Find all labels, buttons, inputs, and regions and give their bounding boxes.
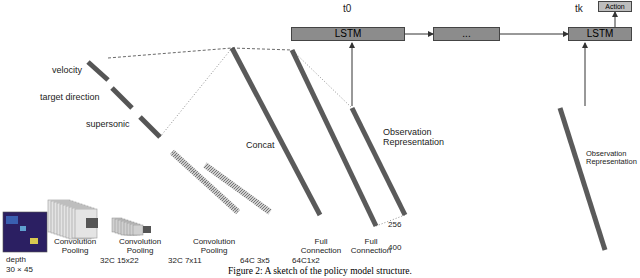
hatched-bar xyxy=(205,165,270,212)
figure-label: Observation Representation xyxy=(586,150,638,167)
figure-label: 64C 3x5 xyxy=(240,257,270,266)
figure-label: 256 xyxy=(388,221,401,230)
figure-label: Convolution Pooling xyxy=(116,238,164,256)
pool-block xyxy=(143,226,151,233)
figure-label: Full Connection xyxy=(348,238,394,256)
node-text: LSTM xyxy=(587,29,614,39)
input-bar xyxy=(140,117,160,137)
figure-label: target direction xyxy=(40,93,100,103)
figure-label: Convolution Pooling xyxy=(190,238,238,256)
guide-line xyxy=(292,50,352,108)
guide-line xyxy=(160,48,232,137)
output-box: Action xyxy=(598,1,632,12)
pool-block xyxy=(86,218,98,228)
conv-stack xyxy=(48,200,97,239)
input-arrow xyxy=(352,43,353,106)
figure-label: Concat xyxy=(246,141,275,151)
input-arrow xyxy=(585,43,586,106)
figure-label: t0 xyxy=(343,3,351,14)
flow-arrow xyxy=(615,12,616,27)
flow-arrow xyxy=(500,34,568,35)
figure-label: Convolution Pooling xyxy=(51,238,99,256)
figure-label: 30 × 45 xyxy=(6,266,33,275)
figure-label: Observation Representation xyxy=(383,128,451,148)
guide-line xyxy=(232,48,292,50)
lstm-box: LSTM xyxy=(291,27,405,41)
input-image xyxy=(3,212,47,252)
guide-line xyxy=(108,48,232,58)
figure-label: supersonic xyxy=(86,120,130,130)
figure-caption: Figure 2: A sketch of the policy model s… xyxy=(0,266,640,276)
observation-bar xyxy=(352,108,405,215)
node-text: ... xyxy=(462,29,470,39)
conv-stack xyxy=(112,218,143,235)
input-bar xyxy=(112,88,132,108)
figure-label: tk xyxy=(575,3,583,14)
full-bar xyxy=(292,50,376,226)
concat-bar xyxy=(232,48,320,215)
flow-arrow xyxy=(405,34,433,35)
figure-label: depth xyxy=(6,256,26,265)
figure-label: 32C 15x22 xyxy=(100,257,139,266)
input-bar xyxy=(88,62,108,80)
node-text: Action xyxy=(605,3,624,10)
node-text: LSTM xyxy=(335,29,362,39)
observation-bar xyxy=(560,108,605,250)
lstm-box: LSTM xyxy=(568,27,632,41)
figure-label: 400 xyxy=(388,244,401,253)
figure-label: Full Connection xyxy=(298,238,344,256)
figure-label: 64C1x2 xyxy=(292,257,320,266)
figure-label: velocity xyxy=(52,66,82,76)
lstm-box: ... xyxy=(433,27,500,41)
figure-label: 32C 7x11 xyxy=(168,257,202,266)
